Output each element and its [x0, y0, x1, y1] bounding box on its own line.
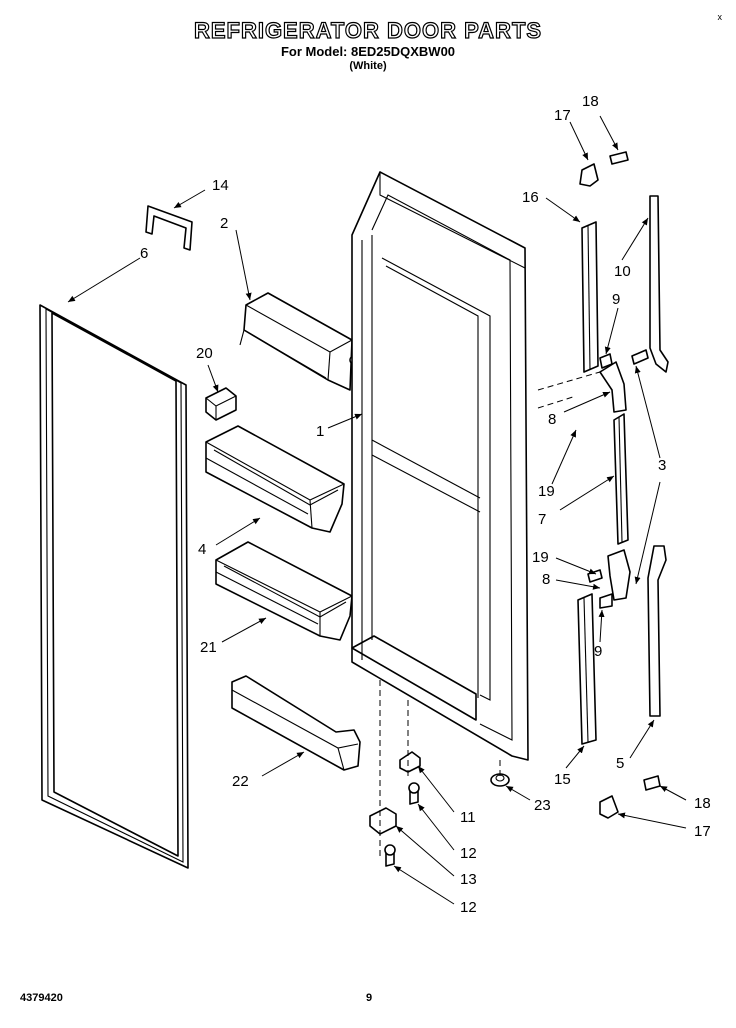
callout-7: 7 [538, 511, 546, 528]
trim-part-7 [613, 413, 629, 545]
callout-12-upper: 12 [460, 845, 477, 862]
callout-22: 22 [232, 773, 249, 790]
callout-3: 3 [658, 457, 666, 474]
callout-21: 21 [200, 639, 217, 656]
callout-14: 14 [212, 177, 229, 194]
hinge-cover-part-17 [579, 163, 599, 187]
callout-6: 6 [140, 245, 148, 262]
color-line: (White) [349, 60, 387, 72]
screw-part-12-lower [384, 844, 396, 867]
page-number: 9 [366, 992, 373, 1004]
diagram-title: REFRIGERATOR DOOR PARTS [193, 17, 543, 43]
document-number: 4379420 [20, 992, 63, 1004]
callout-9-upper: 9 [612, 291, 620, 308]
trim-part-15 [577, 593, 597, 745]
screw-part-18-lower [643, 775, 661, 791]
screw-part-18 [609, 151, 629, 165]
hinge-pin-part-11 [399, 751, 421, 773]
bracket-part-3-lower [587, 549, 631, 609]
callout-8-lower: 8 [542, 571, 550, 588]
dairy-door-part [239, 292, 359, 391]
callout-18-upper: 18 [582, 93, 599, 110]
door-bin-part-22 [231, 675, 361, 771]
door-bin-part-4 [205, 425, 345, 533]
callout-5: 5 [616, 755, 624, 772]
callout-18-lower: 18 [694, 795, 711, 812]
door-bin-part-21 [215, 541, 353, 641]
screw-part-12-upper [408, 782, 420, 805]
callout-11: 11 [460, 809, 476, 826]
callout-17-lower: 17 [694, 823, 711, 840]
clip-part-14 [145, 205, 193, 251]
callout-4: 4 [198, 541, 206, 558]
callout-1: 1 [316, 423, 324, 440]
callout-19-upper: 19 [538, 483, 555, 500]
callout-20: 20 [196, 345, 213, 362]
callout-2: 2 [220, 215, 228, 232]
callout-16: 16 [522, 189, 539, 206]
callout-10: 10 [614, 263, 631, 280]
bracket-part-20 [205, 387, 237, 421]
callout-15: 15 [554, 771, 571, 788]
door-assembly-part [351, 171, 529, 761]
trim-part-16 [581, 221, 599, 373]
callout-17-upper: 17 [554, 107, 571, 124]
callout-8-upper: 8 [548, 411, 556, 428]
model-line: For Model: 8ED25DQXBW00 [280, 44, 456, 59]
callout-9-lower: 9 [594, 643, 602, 660]
bracket-part-3-upper [599, 349, 649, 413]
callout-12-lower: 12 [460, 899, 477, 916]
hinge-part-13 [369, 807, 397, 835]
trim-part-5 [647, 545, 667, 717]
trim-part-10 [649, 195, 669, 373]
callout-23: 23 [534, 797, 551, 814]
door-gasket-part [39, 304, 189, 869]
callout-13: 13 [460, 871, 477, 888]
callout-19-lower: 19 [532, 549, 549, 566]
hinge-cover-part-17-lower [599, 795, 619, 819]
corner-mark: x [717, 12, 723, 22]
